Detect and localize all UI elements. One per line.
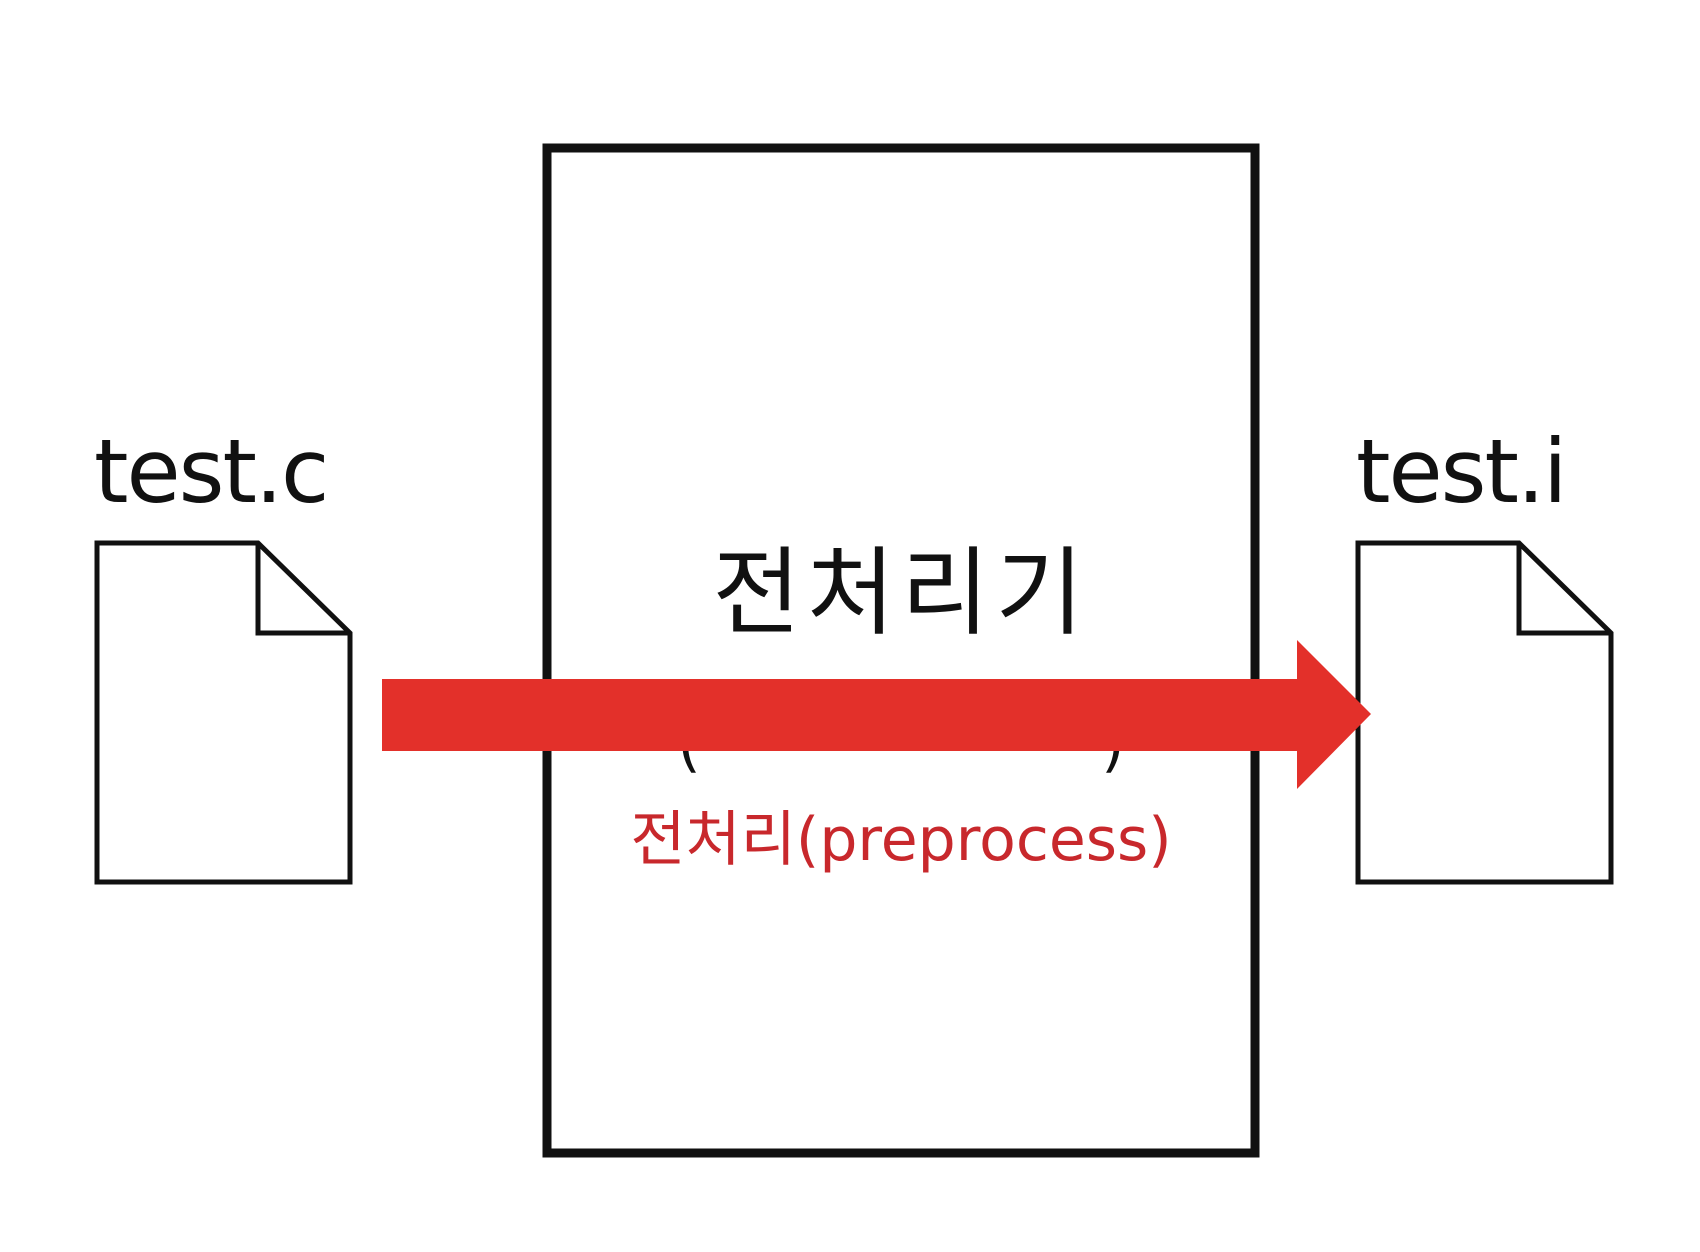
input-file-label: test.c [94,420,329,523]
output-file-label: test.i [1356,420,1567,523]
preprocess-caption: 전처리(preprocess) [630,805,1172,875]
preprocessor-title: 전처리기 [712,537,1090,649]
preprocessor-box [542,143,1260,1158]
input-file-icon [94,540,353,885]
output-file-icon [1355,540,1614,885]
flow-arrow [382,640,1371,789]
